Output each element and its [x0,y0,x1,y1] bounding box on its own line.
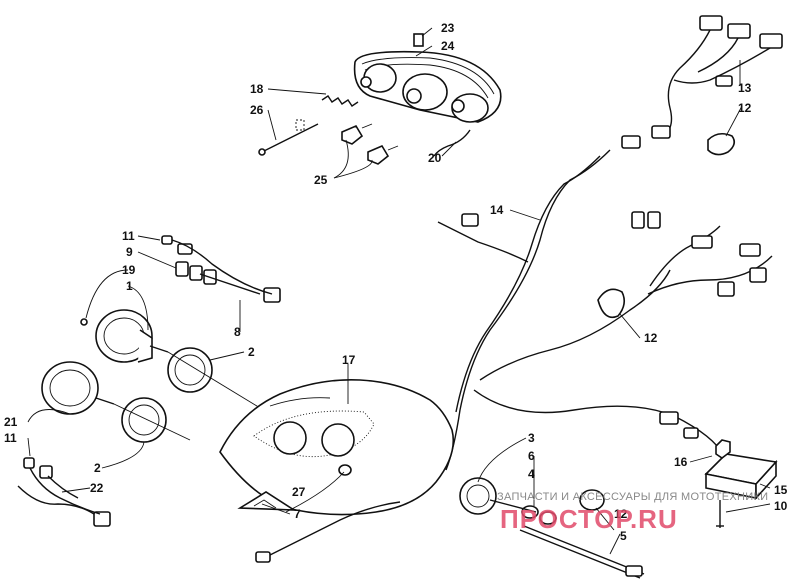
callout-12-upper: 12 [738,101,752,115]
speedometer-drive-unit [459,477,605,525]
callout-2-upper: 2 [248,345,255,359]
callout-24: 24 [441,39,455,53]
callout-13: 13 [738,81,752,95]
callout-5: 5 [620,529,627,543]
speedometer-gauge-upper [80,309,169,363]
callout-9: 9 [126,245,133,259]
instrument-dash-panel [219,378,455,516]
headlight-harness [621,15,783,149]
voltage-regulator [704,439,778,528]
callout-3: 3 [528,431,535,445]
watermark: ЗАПЧАСТИ И АКСЕССУАРЫ ДЛЯ МОТОТЕХНИКИ ПР… [497,491,768,534]
callout-11-lower: 11 [4,431,17,445]
gauge-trim-ring-lower [121,397,167,443]
callout-15: 15 [774,483,788,497]
callout-2-lower: 2 [94,461,101,475]
adjuster-spring [258,95,359,156]
callout-12-lower: 12 [614,507,628,521]
callout-22: 22 [90,481,104,495]
callout-10: 10 [774,499,788,513]
bulb-socket-wire [433,129,471,157]
main-wiring-harness [437,149,773,471]
callout-7: 7 [294,507,301,521]
warning-decal [237,491,297,511]
guide-line-lower [113,403,191,441]
callout-26: 26 [250,103,264,117]
gauge-harness-upper [161,235,281,303]
lower-lead-wire [259,501,401,561]
callout-12-middle: 12 [644,331,658,345]
callout-4: 4 [528,467,535,481]
callout-11-upper: 11 [122,229,135,243]
gauge-harness-lower [17,457,111,527]
callout-20: 20 [428,151,442,165]
callout-23: 23 [441,21,455,35]
guide-line-upper [167,351,271,415]
watermark-caption: ЗАПЧАСТИ И АКСЕССУАРЫ ДЛЯ МОТОТЕХНИКИ [497,491,768,503]
callout-27: 27 [292,485,306,499]
callout-14: 14 [490,203,504,217]
callout-17: 17 [342,353,356,367]
tachometer-gauge-lower [41,361,115,415]
gauge-trim-ring-upper [167,347,213,393]
cable-clamp-middle [597,288,626,319]
callout-6: 6 [528,449,535,463]
callout-1: 1 [126,279,133,293]
watermark-brand: ПРОСТОР.RU [500,504,678,534]
speedometer-cable [519,525,645,579]
callout-19: 19 [122,263,136,277]
leader-lines [27,27,771,555]
headlight-assembly [353,33,502,123]
cable-clamp-upper [707,132,736,156]
callout-25: 25 [314,173,328,187]
callout-18: 18 [250,82,264,96]
callout-21: 21 [4,415,18,429]
callout-16: 16 [674,455,688,469]
headlight-brackets [341,123,399,165]
callout-8: 8 [234,325,241,339]
callout-labels: 23 24 18 26 25 20 13 12 14 12 11 9 19 1 … [4,21,788,543]
